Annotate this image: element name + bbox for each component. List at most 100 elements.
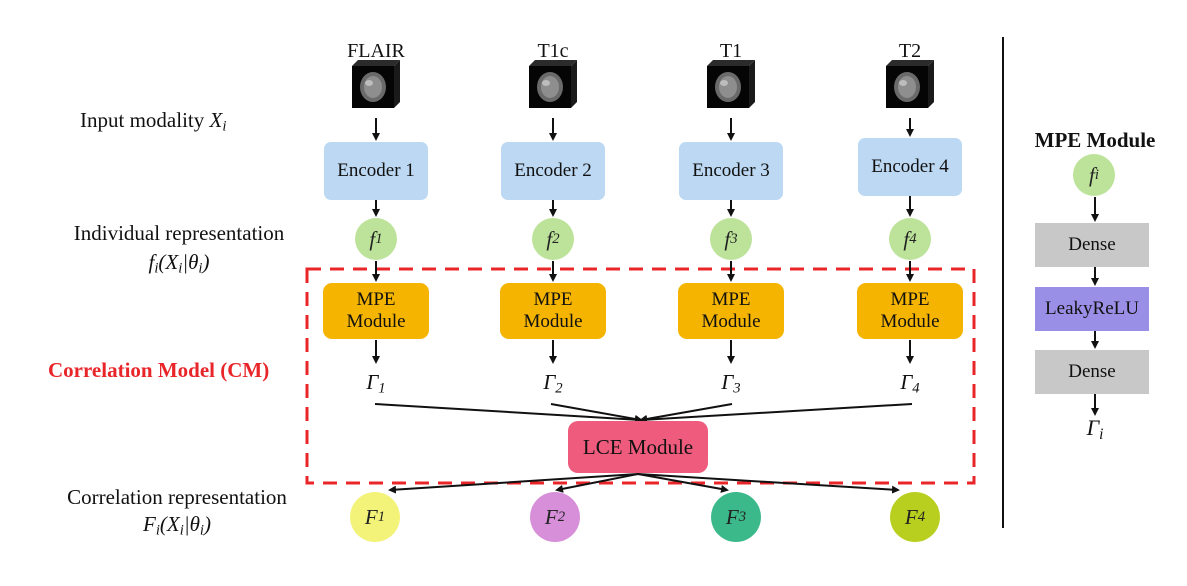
side-leakyrelu-layer: LeakyReLU [1035,287,1149,331]
arrow-lce-to-output [637,473,900,494]
gamma-label: Γ4 [900,370,919,398]
side-dense-layer-1: Dense [1035,223,1149,267]
arrow-gamma-to-lce [550,403,643,423]
mpe-label-line1: MPE [356,289,396,311]
formula-close: ) [202,250,210,274]
mri-volume-icon [529,60,577,108]
mpe-label-line1: MPE [890,289,930,311]
gamma-label: Γ2 [543,370,562,398]
arrow-lce-to-output [388,473,639,494]
feature-index: 3 [730,230,738,247]
arrow-gamma-to-lce [639,403,733,423]
formula-theta: |θ [182,250,199,274]
output-symbol: F [544,504,558,529]
mri-volume-icon [886,60,934,108]
correlation-model-label: Correlation Model (CM) [48,358,270,382]
mpe-label-line2: Module [701,311,761,332]
output-index: 1 [377,508,386,525]
encoder-block: Encoder 3 [679,142,783,200]
output-index: 4 [917,508,926,525]
mpe-label-line2: Module [523,311,583,332]
mpe-label-line2: Module [880,311,940,332]
side-input-subscript: i [1094,166,1099,183]
feature-symbol: f [546,226,553,251]
encoder-block: Encoder 1 [324,142,428,200]
encoder-block: Encoder 4 [858,138,962,196]
input-modality-text: Input modality [80,108,205,132]
arrow-group [372,118,1099,494]
output-symbol: F [725,504,739,529]
mri-volume-icon [352,60,400,108]
lce-module: LCE Module [568,421,708,473]
gamma-symbol: Γ [543,370,556,394]
input-modality-symbol: X [209,108,223,132]
side-panel-output: Γi [1087,415,1104,444]
gamma-symbol: Γ [366,370,379,394]
formula-x2: (X [159,512,180,536]
formula-theta2: |θ [183,512,200,536]
mpe-label-line1: MPE [711,289,751,311]
side-output-subscript: i [1099,425,1104,443]
correlation-representation-formula: Fi(Xi|θi) [142,512,212,539]
side-panel-title: MPE Module [1034,128,1156,152]
formula-f: f [148,250,155,274]
gamma-symbol: Γ [721,370,734,394]
feature-symbol: f [724,226,731,251]
side-dense-layer-2: Dense [1035,350,1149,394]
modality-label: T1c [537,40,569,62]
side-output-symbol: Γ [1086,415,1100,440]
output-symbol: F [904,504,918,529]
gamma-label: Γ1 [366,370,385,398]
arrow-lce-to-output [637,473,729,493]
feature-index: 2 [552,230,560,247]
modality-label: FLAIR [347,40,405,62]
feature-symbol: f [369,226,376,251]
arrow-gamma-to-lce [374,403,643,424]
gamma-index: 3 [733,380,741,397]
feature-index: 4 [909,230,917,247]
modality-label: T1 [719,40,743,62]
output-index: 3 [738,508,747,525]
modality-label: T2 [898,40,922,62]
mpe-label-line2: Module [346,311,406,332]
output-index: 2 [557,508,566,525]
gamma-symbol: Γ [900,370,913,394]
formula-F: F [142,512,156,536]
gamma-index: 1 [378,380,386,397]
feature-index: 1 [375,230,383,247]
encoder-block: Encoder 2 [501,142,605,200]
arrow-lce-to-output [555,473,639,493]
correlation-representation-label: Correlation representation [67,485,287,509]
gamma-index: 4 [912,380,920,397]
arrow-gamma-to-lce [639,403,913,424]
output-symbol: F [364,504,378,529]
formula-x: (X [158,250,179,274]
mpe-label-line1: MPE [533,289,573,311]
individual-representation-label: Individual representation [73,221,285,245]
mri-volume-icon [707,60,755,108]
gamma-label: Γ3 [721,370,740,398]
individual-representation-formula: fi(Xi|θi) [148,250,210,277]
correlation-model-frame [305,267,976,485]
gamma-index: 2 [555,380,563,397]
formula-close2: ) [204,512,212,536]
input-modality-label: Input modality Xi [80,108,226,136]
input-modality-subscript: i [222,118,227,135]
feature-symbol: f [903,226,910,251]
side-input-symbol: f [1089,162,1095,187]
